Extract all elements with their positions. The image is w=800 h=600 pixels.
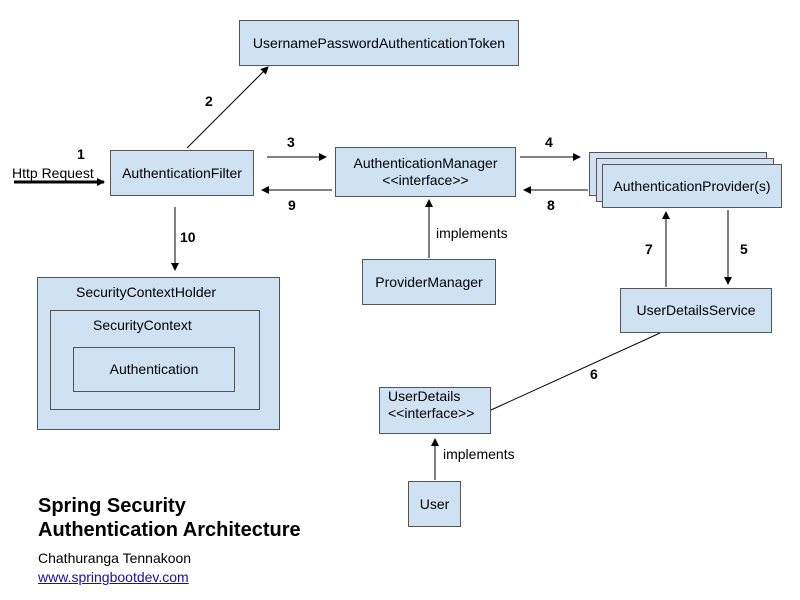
step-5: 5 xyxy=(740,241,748,257)
user-label: User xyxy=(419,495,450,512)
user-box: User xyxy=(408,481,461,527)
line-6 xyxy=(490,332,661,411)
token-label: UsernamePasswordAuthenticationToken xyxy=(252,34,506,51)
security-context-label: SecurityContext xyxy=(93,317,192,333)
diagram-title-line2: Authentication Architecture xyxy=(38,519,301,541)
authentication-manager-stereotype: <<interface>> xyxy=(382,172,469,188)
diagram-title: Spring Security Authentication Architect… xyxy=(38,494,301,542)
user-details-stereotype: <<interface>> xyxy=(388,405,475,421)
authentication-filter-box: AuthenticationFilter xyxy=(110,150,254,196)
user-details-service-box: UserDetailsService xyxy=(620,288,772,333)
authentication-filter-label: AuthenticationFilter xyxy=(122,164,242,181)
provider-manager-box: ProviderManager xyxy=(362,259,496,305)
step-8: 8 xyxy=(547,197,555,213)
website-link[interactable]: www.springbootdev.com xyxy=(38,569,189,585)
user-details-service-label: UserDetailsService xyxy=(636,302,756,318)
user-details-box: UserDetails <<interface>> xyxy=(379,387,491,434)
provider-manager-label: ProviderManager xyxy=(375,273,483,290)
arrow-2 xyxy=(186,66,269,149)
step-6: 6 xyxy=(590,366,598,382)
implements-user-label: implements xyxy=(443,446,515,462)
authentication-manager-box: AuthenticationManager <<interface>> xyxy=(335,147,516,197)
authentication-box: Authentication xyxy=(73,347,235,392)
step-10: 10 xyxy=(180,229,196,245)
token-box: UsernamePasswordAuthenticationToken xyxy=(239,20,519,66)
authentication-provider-box: AuthenticationProvider(s) xyxy=(602,164,782,208)
user-details-label: UserDetails xyxy=(388,388,461,404)
step-9: 9 xyxy=(288,197,296,213)
step-7: 7 xyxy=(645,241,653,257)
step-1: 1 xyxy=(77,146,85,162)
step-2: 2 xyxy=(205,93,213,109)
security-context-holder-label: SecurityContextHolder xyxy=(76,284,217,300)
author-name: Chathuranga Tennakoon xyxy=(38,550,192,566)
authentication-provider-label: AuthenticationProvider(s) xyxy=(613,177,771,194)
implements-manager-label: implements xyxy=(436,225,508,241)
authentication-manager-label: AuthenticationManager xyxy=(353,155,498,171)
step-4: 4 xyxy=(545,134,553,150)
authentication-label: Authentication xyxy=(109,361,199,377)
diagram-title-line1: Spring Security xyxy=(38,495,186,517)
http-request-label: Http Request xyxy=(12,165,94,181)
step-3: 3 xyxy=(287,134,295,150)
